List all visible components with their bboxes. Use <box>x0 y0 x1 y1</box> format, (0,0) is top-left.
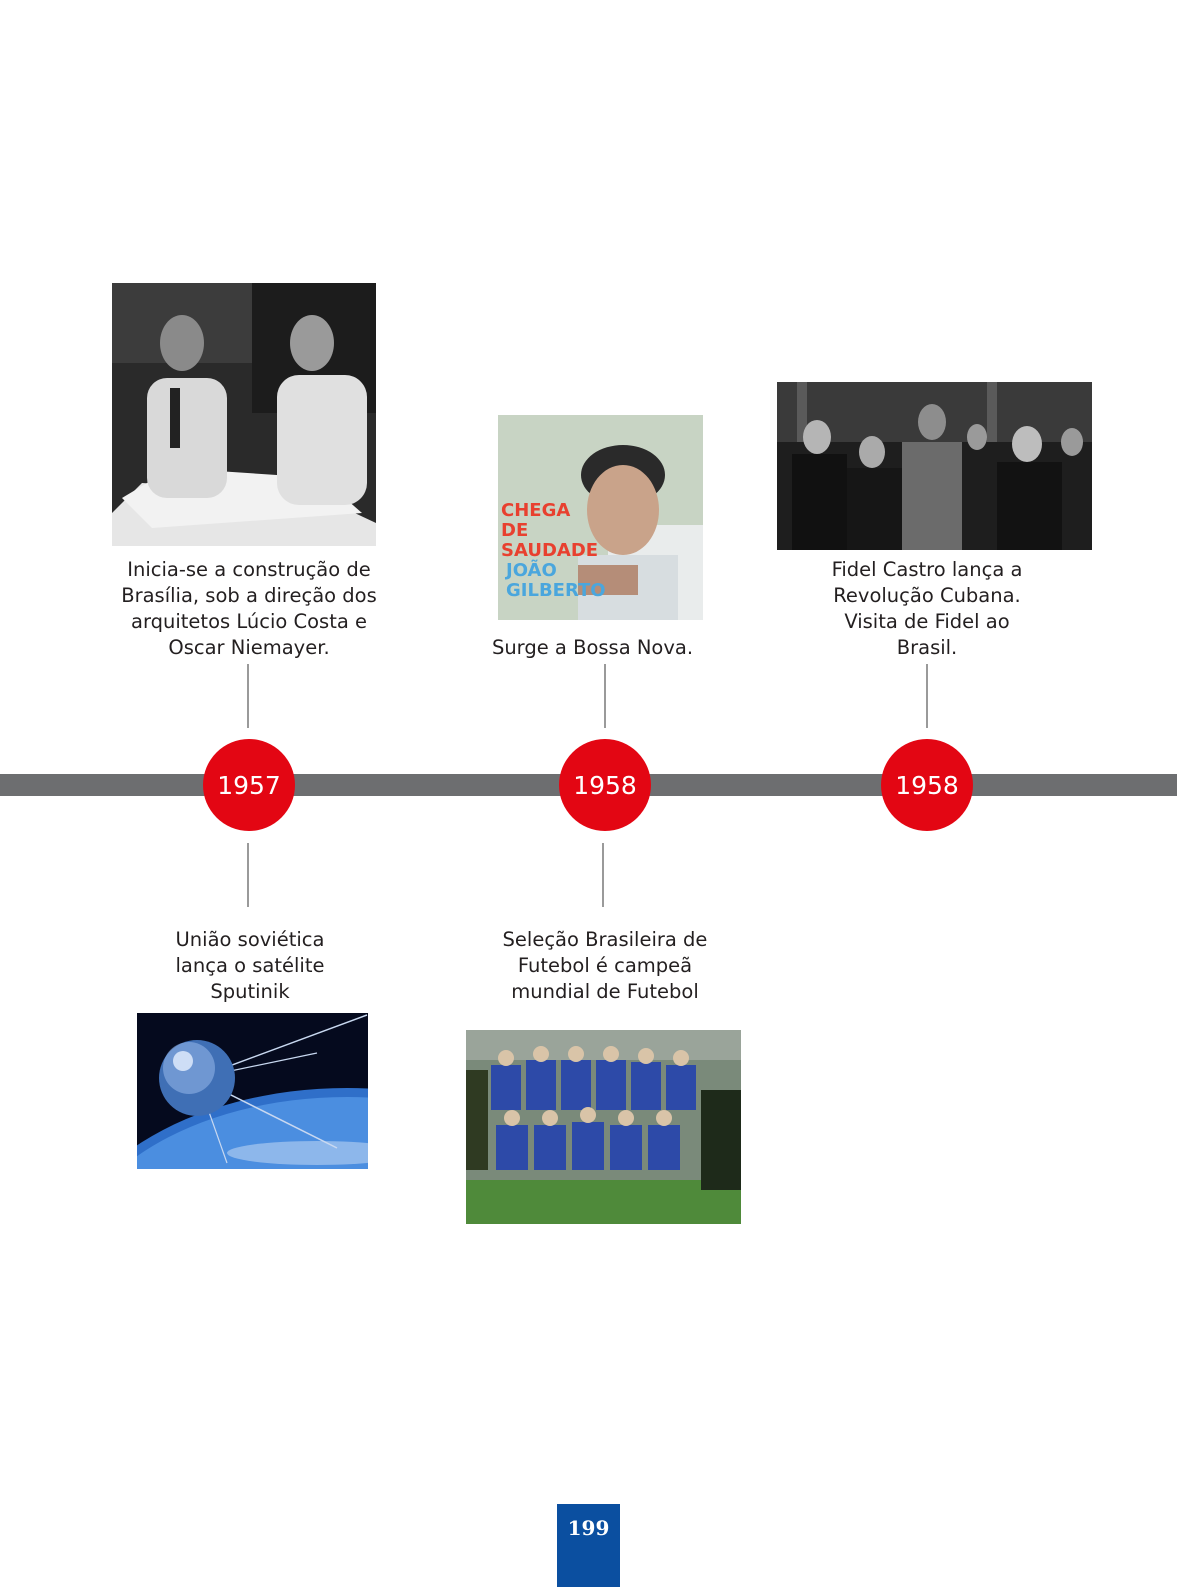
album-artist-line1: JOÃO <box>504 558 557 581</box>
album-title-line3: SAUDADE <box>501 540 598 561</box>
year-marker-1957: 1957 <box>203 739 295 831</box>
fidel-castro-visit-photo <box>777 382 1092 550</box>
bossa-nova-album-cover: CHEGA DE SAUDADE JOÃO GILBERTO <box>498 415 703 620</box>
bossa-nova-connector-line <box>604 664 606 728</box>
sputnik-connector-line <box>247 843 249 907</box>
selecao-brasileira-team-photo <box>466 1030 741 1224</box>
bossa-nova-caption: Surge a Bossa Nova. <box>491 636 694 659</box>
page-number: 199 <box>557 1504 620 1587</box>
selecao-caption: Seleção Brasileira de Futebol é campeã m… <box>502 928 708 1003</box>
brasilia-connector-line <box>247 664 249 728</box>
sputnik-satellite-image <box>137 1013 368 1169</box>
cuba-connector-line <box>926 664 928 728</box>
brasilia-architects-photo <box>112 283 376 546</box>
album-title-line1: CHEGA <box>501 500 570 521</box>
album-artist-line2: GILBERTO <box>506 580 606 601</box>
brasilia-caption: Inicia-se a construção de Brasília, sob … <box>121 558 377 659</box>
album-title-line2: DE <box>501 520 528 541</box>
sputnik-caption: União soviética lança o satélite Sputini… <box>175 928 325 1003</box>
year-marker-1958-cuba: 1958 <box>881 739 973 831</box>
cuba-caption: Fidel Castro lança a Revolução Cubana. V… <box>831 558 1023 659</box>
year-marker-1958-bossa-nova: 1958 <box>559 739 651 831</box>
selecao-connector-line <box>602 843 604 907</box>
